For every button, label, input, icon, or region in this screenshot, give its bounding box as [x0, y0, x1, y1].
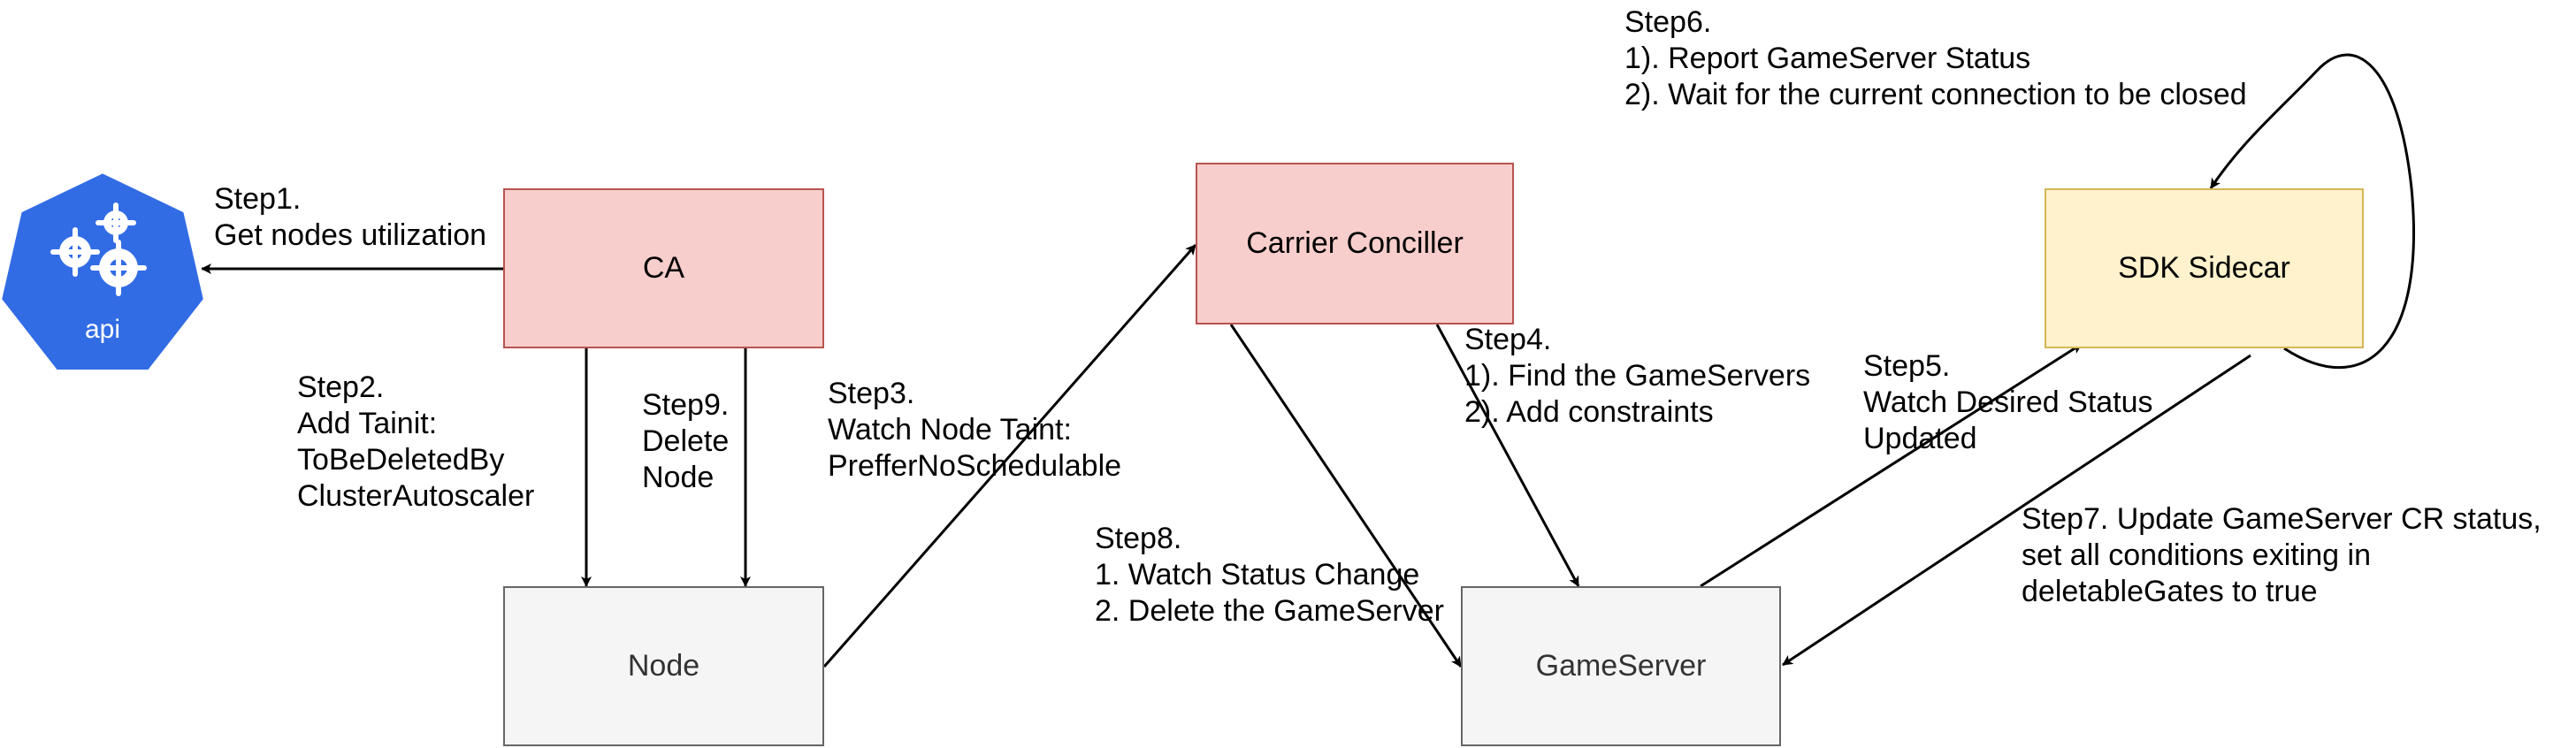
- step5-line-1: Step5.: [1863, 349, 1951, 383]
- gameserver-box[interactable]: GameServer: [1461, 586, 1781, 746]
- step4-line-3: 2). Add constraints: [1464, 395, 1714, 429]
- step6-label: Step6. 1). Report GameServer Status 2). …: [1624, 4, 2247, 113]
- step2-line-1: Step2.: [297, 370, 385, 404]
- kubernetes-api-icon: [0, 167, 210, 375]
- step5-line-3: Updated: [1863, 422, 1977, 455]
- step7-label: Step7. Update GameServer CR status, set …: [2022, 501, 2542, 610]
- step7-line-2: set all conditions exiting in: [2022, 538, 2372, 572]
- ca-label: CA: [642, 251, 685, 285]
- arrow-sdk-self-loop: [2209, 53, 2416, 370]
- step8-line-1: Step8.: [1095, 522, 1182, 555]
- step3-line-3: PrefferNoSchedulable: [828, 449, 1122, 483]
- step2-line-4: ClusterAutoscaler: [297, 479, 535, 513]
- step6-line-1: Step6.: [1624, 5, 1712, 39]
- sdk-sidecar-box[interactable]: SDK Sidecar: [2045, 188, 2364, 348]
- step9-line-2: Delete: [642, 424, 730, 458]
- step9-line-1: Step9.: [642, 388, 730, 422]
- arrow-carrier-to-gameserver-constraints: [1435, 324, 1580, 587]
- step8-line-2: 1. Watch Status Change: [1095, 558, 1420, 592]
- step2-line-3: ToBeDeletedBy: [297, 443, 505, 477]
- node-box[interactable]: Node: [503, 586, 824, 746]
- step9-label: Step9. Delete Node: [642, 387, 729, 496]
- step8-label: Step8. 1. Watch Status Change 2. Delete …: [1095, 521, 1444, 630]
- step7-line-1: Step7. Update GameServer CR status,: [2022, 502, 2542, 536]
- step3-label: Step3. Watch Node Taint: PrefferNoSchedu…: [828, 376, 1121, 485]
- step3-line-1: Step3.: [828, 377, 915, 410]
- step6-line-3: 2). Wait for the current connection to b…: [1624, 78, 2247, 111]
- step3-line-2: Watch Node Taint:: [828, 413, 1072, 447]
- arrow-carrier-to-gameserver-delete: [1229, 324, 1463, 668]
- step2-label: Step2. Add Tainit: ToBeDeletedBy Cluster…: [297, 370, 534, 515]
- sdk-sidecar-label: SDK Sidecar: [2118, 251, 2290, 285]
- node-label: Node: [627, 649, 700, 683]
- step4-line-2: 1). Find the GameServers: [1464, 359, 1811, 393]
- step1-line-2: Get nodes utilization: [214, 218, 487, 252]
- carrier-controller-box[interactable]: Carrier Conciller: [1196, 163, 1514, 324]
- step6-line-2: 1). Report GameServer Status: [1624, 42, 2031, 75]
- gameserver-label: GameServer: [1535, 649, 1707, 683]
- step2-line-2: Add Tainit:: [297, 407, 438, 440]
- arrow-gameserver-to-sdk: [1700, 342, 2083, 588]
- step1-label: Step1. Get nodes utilization: [214, 181, 486, 254]
- step8-line-3: 2. Delete the GameServer: [1095, 594, 1444, 628]
- step1-line-1: Step1.: [214, 182, 302, 216]
- step5-line-2: Watch Desired Status: [1863, 385, 2153, 419]
- step7-line-3: deletableGates to true: [2022, 575, 2318, 608]
- arrow-sdk-to-gameserver: [1782, 354, 2251, 667]
- ca-box[interactable]: CA: [503, 188, 824, 348]
- api-label: api: [84, 315, 121, 344]
- step9-line-3: Node: [642, 461, 715, 494]
- step4-line-1: Step4.: [1464, 323, 1552, 356]
- carrier-controller-label: Carrier Conciller: [1246, 226, 1464, 260]
- step5-label: Step5. Watch Desired Status Updated: [1863, 348, 2153, 457]
- step4-label: Step4. 1). Find the GameServers 2). Add …: [1464, 322, 1810, 431]
- arrow-node-to-carrier: [822, 244, 1197, 668]
